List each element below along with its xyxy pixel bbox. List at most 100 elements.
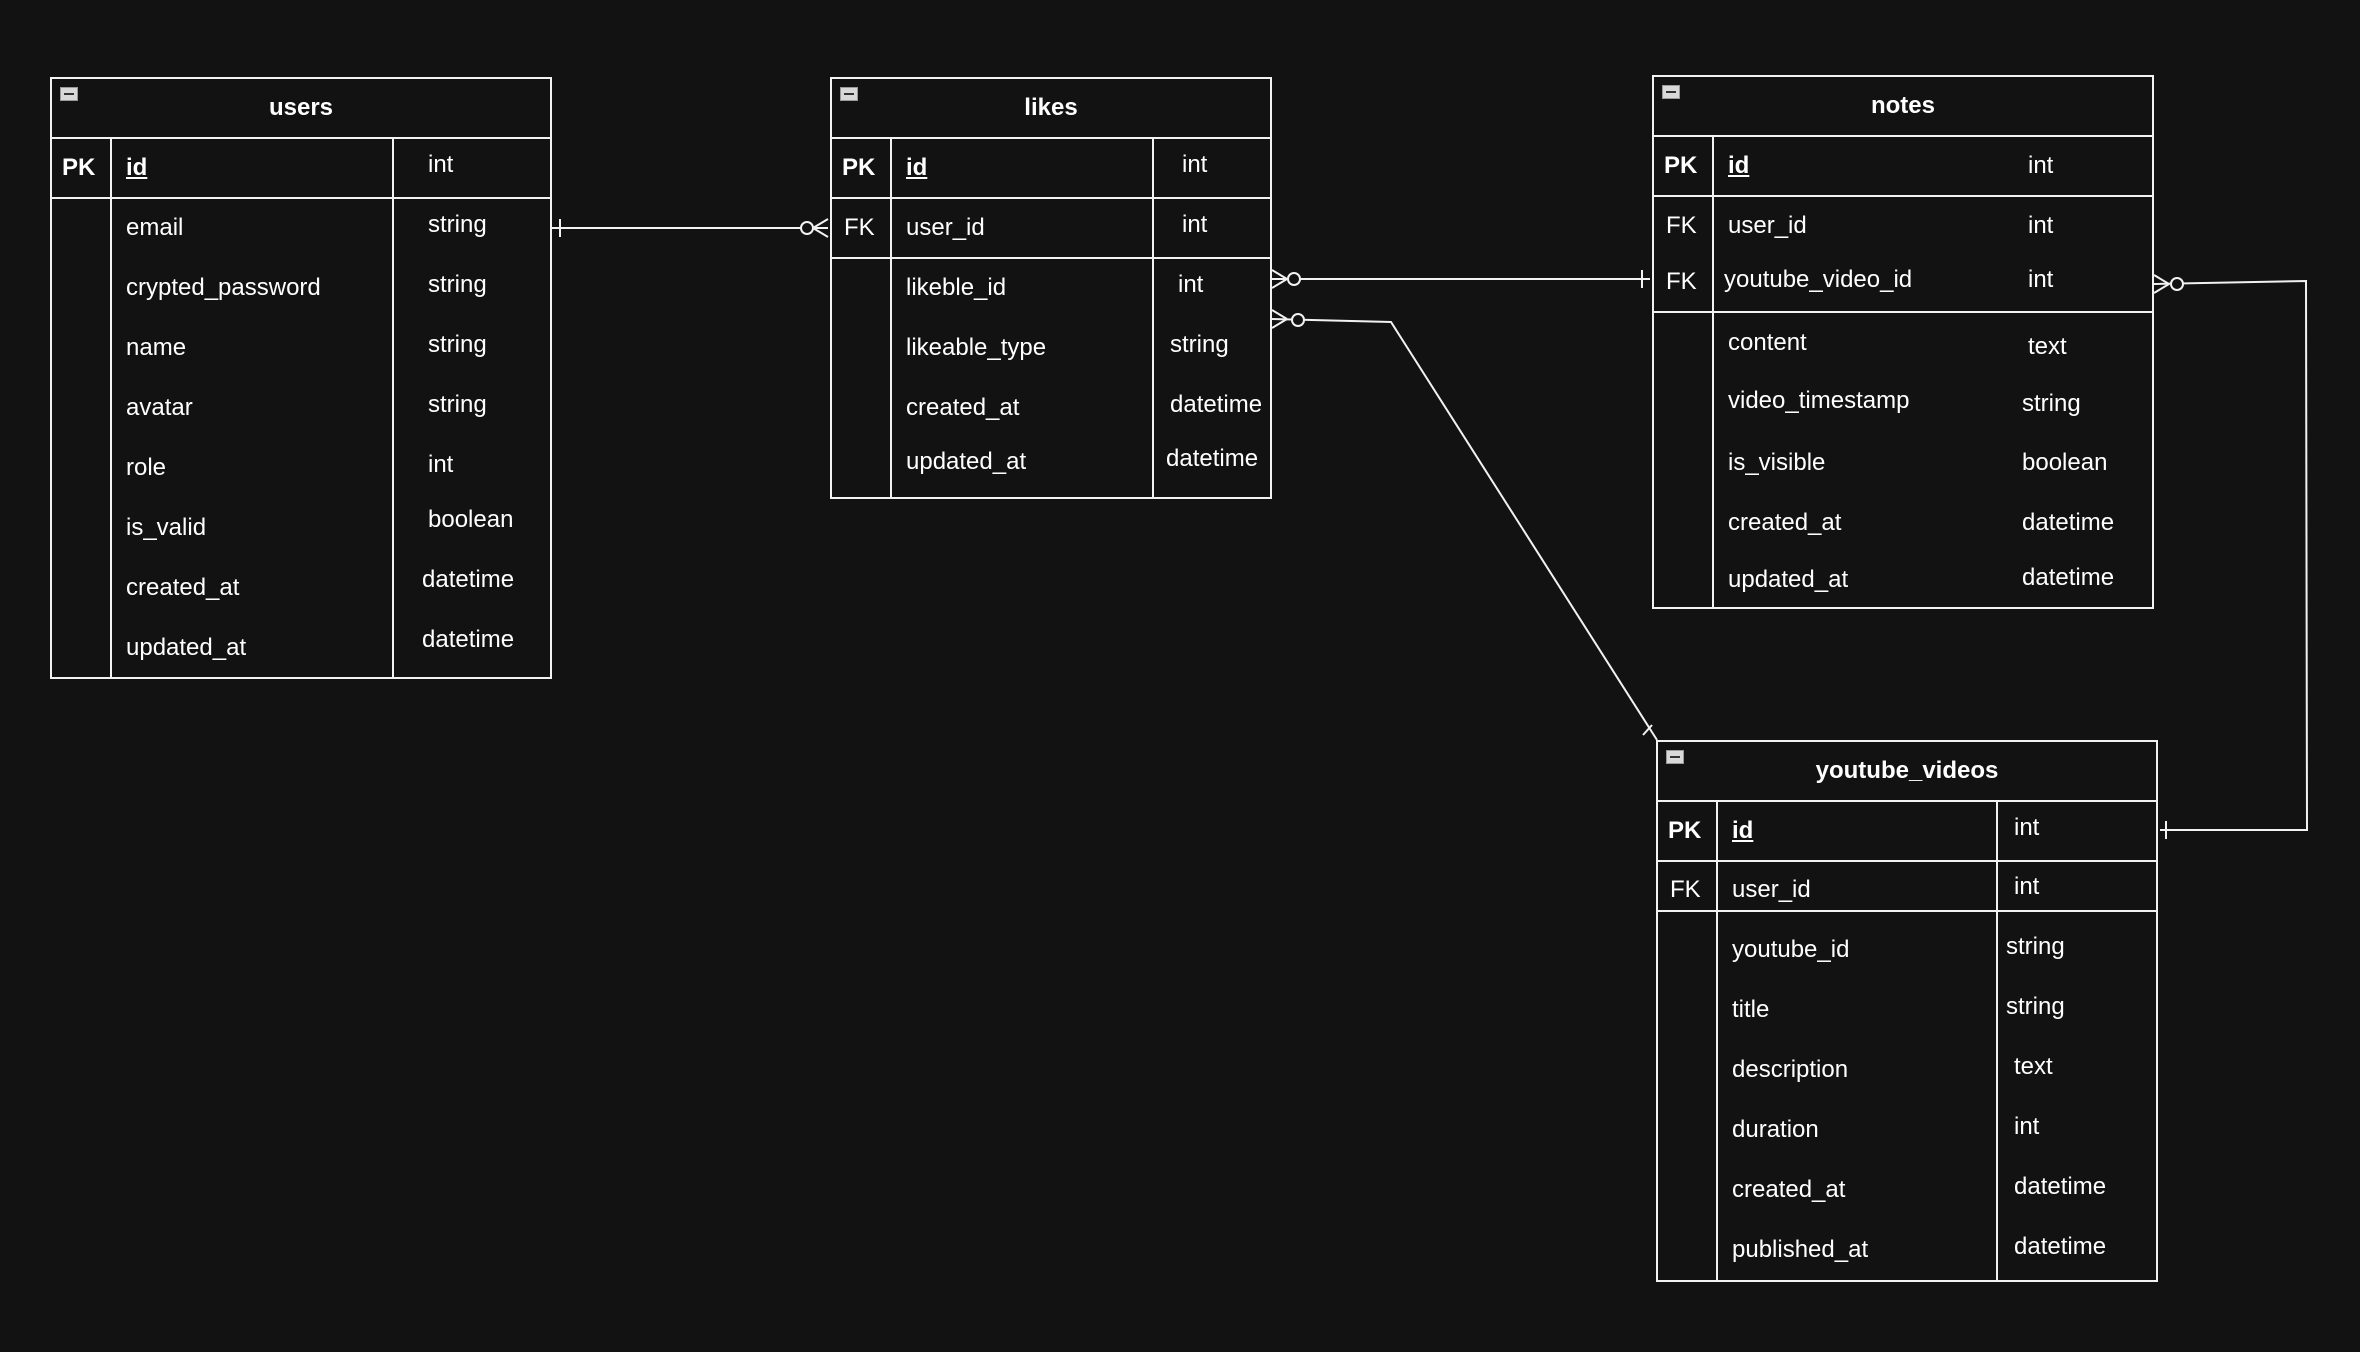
field-type: int	[428, 151, 454, 178]
field-name: id	[126, 154, 148, 181]
field-name: likeble_id	[906, 274, 1007, 301]
entity-title: notes	[1870, 92, 1935, 119]
column-divider	[392, 139, 394, 677]
table-row[interactable]: updated_at datetime	[1654, 564, 2152, 608]
table-row[interactable]: avatar string	[52, 391, 550, 454]
table-row[interactable]: email string	[52, 211, 550, 274]
collapse-icon[interactable]	[60, 87, 78, 101]
table-row[interactable]: crypted_password string	[52, 271, 550, 334]
field-name: created_at	[1732, 1176, 1846, 1203]
field-name: is_valid	[126, 514, 207, 541]
table-row-pk[interactable]: PK id int	[1658, 802, 2156, 862]
field-name: created_at	[126, 574, 240, 601]
field-name: id	[906, 154, 928, 181]
field-name: crypted_password	[126, 274, 321, 301]
table-row[interactable]: created_at datetime	[1658, 1173, 2156, 1236]
column-divider	[110, 139, 112, 677]
field-name: description	[1732, 1056, 1849, 1083]
column-divider	[1712, 137, 1714, 607]
table-row-fk[interactable]: FK youtube_video_id int	[1654, 255, 2152, 313]
pk-label: PK	[842, 154, 876, 181]
field-name: video_timestamp	[1728, 387, 1910, 414]
entity-youtube-videos[interactable]: youtube_videos PK id int FK user_id int …	[1656, 740, 2158, 1282]
table-row[interactable]: role int	[52, 451, 550, 514]
field-type: string	[2006, 993, 2065, 1020]
table-row[interactable]: is_valid boolean	[52, 506, 550, 574]
fk-label: FK	[844, 214, 875, 241]
table-row[interactable]: updated_at datetime	[832, 445, 1270, 498]
field-name: published_at	[1732, 1236, 1869, 1263]
table-row-fk[interactable]: FK user_id int	[1654, 197, 2152, 255]
field-type: boolean	[2022, 449, 2108, 476]
field-type: string	[428, 391, 487, 418]
field-type: int	[2014, 1113, 2040, 1140]
field-type: string	[2022, 390, 2081, 417]
column-divider	[890, 139, 892, 497]
field-type: int	[428, 451, 454, 478]
pk-label: PK	[1668, 817, 1702, 844]
field-type: string	[428, 211, 487, 238]
table-row[interactable]: youtube_id string	[1658, 933, 2156, 996]
table-row[interactable]: updated_at datetime	[52, 626, 550, 678]
table-row[interactable]: likeble_id int	[832, 271, 1270, 334]
table-row[interactable]: video_timestamp string	[1654, 387, 2152, 445]
table-row[interactable]: name string	[52, 331, 550, 394]
column-divider	[1716, 802, 1718, 1280]
field-type: boolean	[428, 506, 514, 533]
table-row[interactable]: created_at datetime	[1654, 509, 2152, 567]
fk-label: FK	[1670, 876, 1701, 903]
field-name: created_at	[906, 394, 1020, 421]
field-name: likeable_type	[906, 334, 1047, 361]
field-type: int	[2028, 212, 2054, 239]
table-row-pk[interactable]: PK id int	[832, 139, 1270, 199]
field-name: created_at	[1728, 509, 1842, 536]
field-type: datetime	[2014, 1173, 2107, 1200]
relation-notes-youtube-videos[interactable]	[2153, 274, 2309, 839]
column-divider	[1996, 802, 1998, 1280]
relation-users-likes[interactable]	[552, 218, 829, 238]
table-row[interactable]: created_at datetime	[52, 566, 550, 634]
field-name: title	[1732, 996, 1770, 1023]
table-row[interactable]: description text	[1658, 1053, 2156, 1116]
table-row[interactable]: likeable_type string	[832, 331, 1270, 394]
entity-likes[interactable]: likes PK id int FK user_id int likeble_i…	[830, 77, 1272, 499]
field-name: avatar	[126, 394, 193, 421]
field-name: id	[1732, 817, 1754, 844]
table-row[interactable]: published_at datetime	[1658, 1233, 2156, 1281]
table-row[interactable]: is_visible boolean	[1654, 449, 2152, 507]
collapse-icon[interactable]	[1662, 85, 1680, 99]
field-type: int	[2028, 266, 2054, 293]
table-row-pk[interactable]: PK id int	[52, 139, 550, 199]
entity-users[interactable]: users PK id int email string crypted_pas…	[50, 77, 552, 679]
entity-header: users	[52, 79, 550, 139]
field-type: datetime	[1170, 391, 1263, 418]
field-name: role	[126, 454, 167, 481]
relation-likes-youtube-videos[interactable]	[1271, 309, 1658, 741]
pk-label: PK	[62, 154, 96, 181]
entity-notes[interactable]: notes PK id int FK user_id int FK youtub…	[1652, 75, 2154, 609]
table-row-fk[interactable]: FK user_id int	[1658, 862, 2156, 912]
field-type: datetime	[422, 626, 515, 653]
field-type: int	[1182, 151, 1208, 178]
field-type: datetime	[2022, 509, 2115, 536]
field-type: datetime	[422, 566, 515, 593]
field-type: datetime	[2022, 564, 2115, 591]
relation-likes-notes[interactable]	[1271, 269, 1650, 289]
table-row-pk[interactable]: PK id int	[1654, 137, 2152, 197]
fk-label: FK	[1666, 212, 1697, 239]
field-name: id	[1728, 152, 1750, 179]
field-type: int	[1178, 271, 1204, 298]
field-type: datetime	[1166, 445, 1259, 472]
table-row[interactable]: content text	[1654, 329, 2152, 387]
table-row[interactable]: duration int	[1658, 1113, 2156, 1176]
field-type: text	[2014, 1053, 2053, 1080]
collapse-icon[interactable]	[840, 87, 858, 101]
table-row[interactable]: title string	[1658, 993, 2156, 1056]
field-name: user_id	[906, 214, 985, 241]
collapse-icon[interactable]	[1666, 750, 1684, 764]
table-row[interactable]: created_at datetime	[832, 391, 1270, 454]
table-row-fk[interactable]: FK user_id int	[832, 199, 1270, 259]
field-name: user_id	[1728, 212, 1807, 239]
field-type: text	[2028, 333, 2067, 360]
field-type: int	[2014, 873, 2040, 900]
